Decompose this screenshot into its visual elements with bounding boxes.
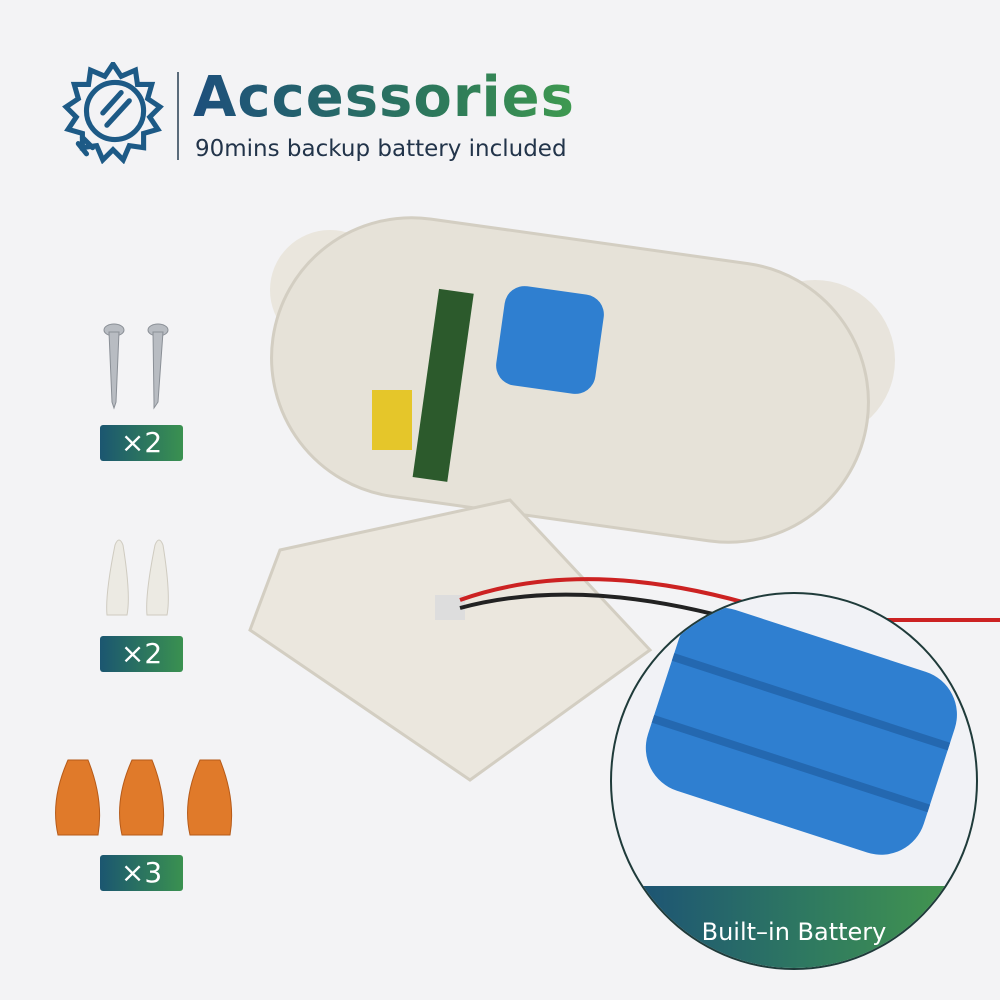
battery-icon bbox=[645, 607, 957, 855]
page-title: Accessories bbox=[193, 65, 575, 130]
battery-callout: Built–in Battery bbox=[610, 592, 978, 970]
wire-connector-icon bbox=[55, 759, 233, 836]
screw-count-badge: ×2 bbox=[100, 425, 183, 461]
anchor-count-badge: ×2 bbox=[100, 636, 183, 672]
lightbulb-sun-icon bbox=[62, 62, 164, 164]
page-subtitle: 90mins backup battery included bbox=[195, 136, 567, 162]
emergency-light-product-image bbox=[248, 216, 1000, 782]
callout-label: Built–in Battery bbox=[701, 918, 887, 946]
connector-count-badge: ×3 bbox=[100, 855, 183, 891]
wall-anchor-icon bbox=[106, 539, 169, 616]
screw-icon bbox=[103, 323, 169, 410]
header-divider bbox=[177, 72, 179, 160]
callout-band: Built–in Battery bbox=[612, 886, 976, 968]
